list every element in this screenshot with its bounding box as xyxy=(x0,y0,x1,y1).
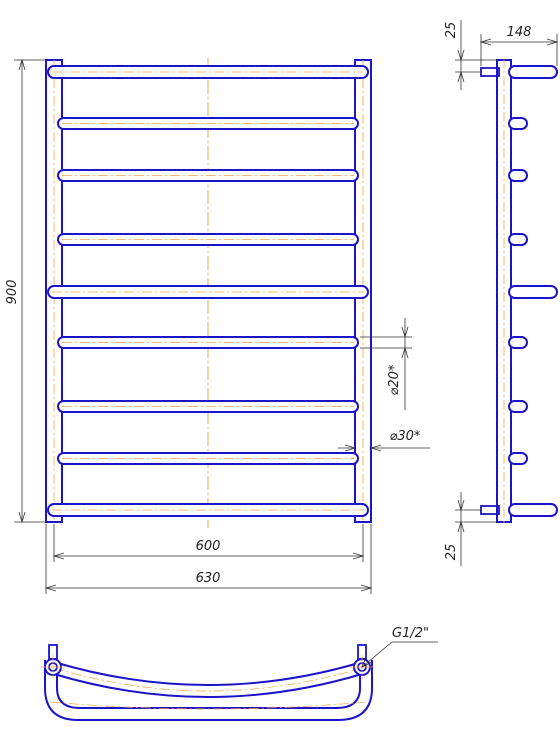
bottom-offset-dimension xyxy=(455,492,497,566)
rail-diameter-label: ⌀30* xyxy=(390,429,421,444)
top-view-curved-rung xyxy=(53,661,363,686)
top-view: G1/2" xyxy=(41,626,438,721)
depth-label: 148 xyxy=(507,25,532,40)
side-view: 148 25 25 xyxy=(444,20,559,566)
top-view-inner-loop xyxy=(56,670,361,709)
side-rung-stub xyxy=(508,452,528,465)
rung xyxy=(57,336,359,349)
front-view: 900 600 630 ⌀20* xyxy=(5,58,430,594)
rung xyxy=(47,65,369,79)
inner-width-label: 600 xyxy=(196,539,221,554)
side-rung-stub xyxy=(508,233,528,246)
outer-width-label: 630 xyxy=(196,571,221,586)
bottom-connector xyxy=(480,503,558,517)
rung xyxy=(57,169,359,182)
rung xyxy=(57,117,359,130)
rung xyxy=(57,233,359,246)
top-view-curved-rung xyxy=(53,673,363,698)
rail-diameter-dimension xyxy=(338,444,430,452)
rung xyxy=(57,400,359,413)
thread-label: G1/2" xyxy=(392,626,429,641)
top-offset-dimension xyxy=(455,20,497,90)
thread-leader xyxy=(361,641,438,668)
side-rung-stub xyxy=(508,285,558,299)
top-view-outer-loop xyxy=(44,660,373,721)
height-dimension xyxy=(14,58,46,524)
side-rung-stub xyxy=(508,117,528,130)
outer-width-dimension xyxy=(44,524,373,594)
height-label: 900 xyxy=(5,280,20,305)
left-thread-port xyxy=(41,655,65,679)
side-rung-stub xyxy=(508,169,528,182)
top-connector xyxy=(480,65,558,79)
rung xyxy=(47,503,369,517)
rung-diameter-dimension xyxy=(360,318,412,410)
side-rung-stub xyxy=(508,400,528,413)
side-rung-stub xyxy=(508,336,528,349)
inner-width-dimension xyxy=(52,524,365,562)
rung xyxy=(57,452,359,465)
bottom-offset-label: 25 xyxy=(444,544,459,561)
depth-dimension xyxy=(479,34,559,66)
rung xyxy=(47,285,369,299)
top-offset-label: 25 xyxy=(444,22,459,39)
rung-diameter-label: ⌀20* xyxy=(387,364,402,395)
